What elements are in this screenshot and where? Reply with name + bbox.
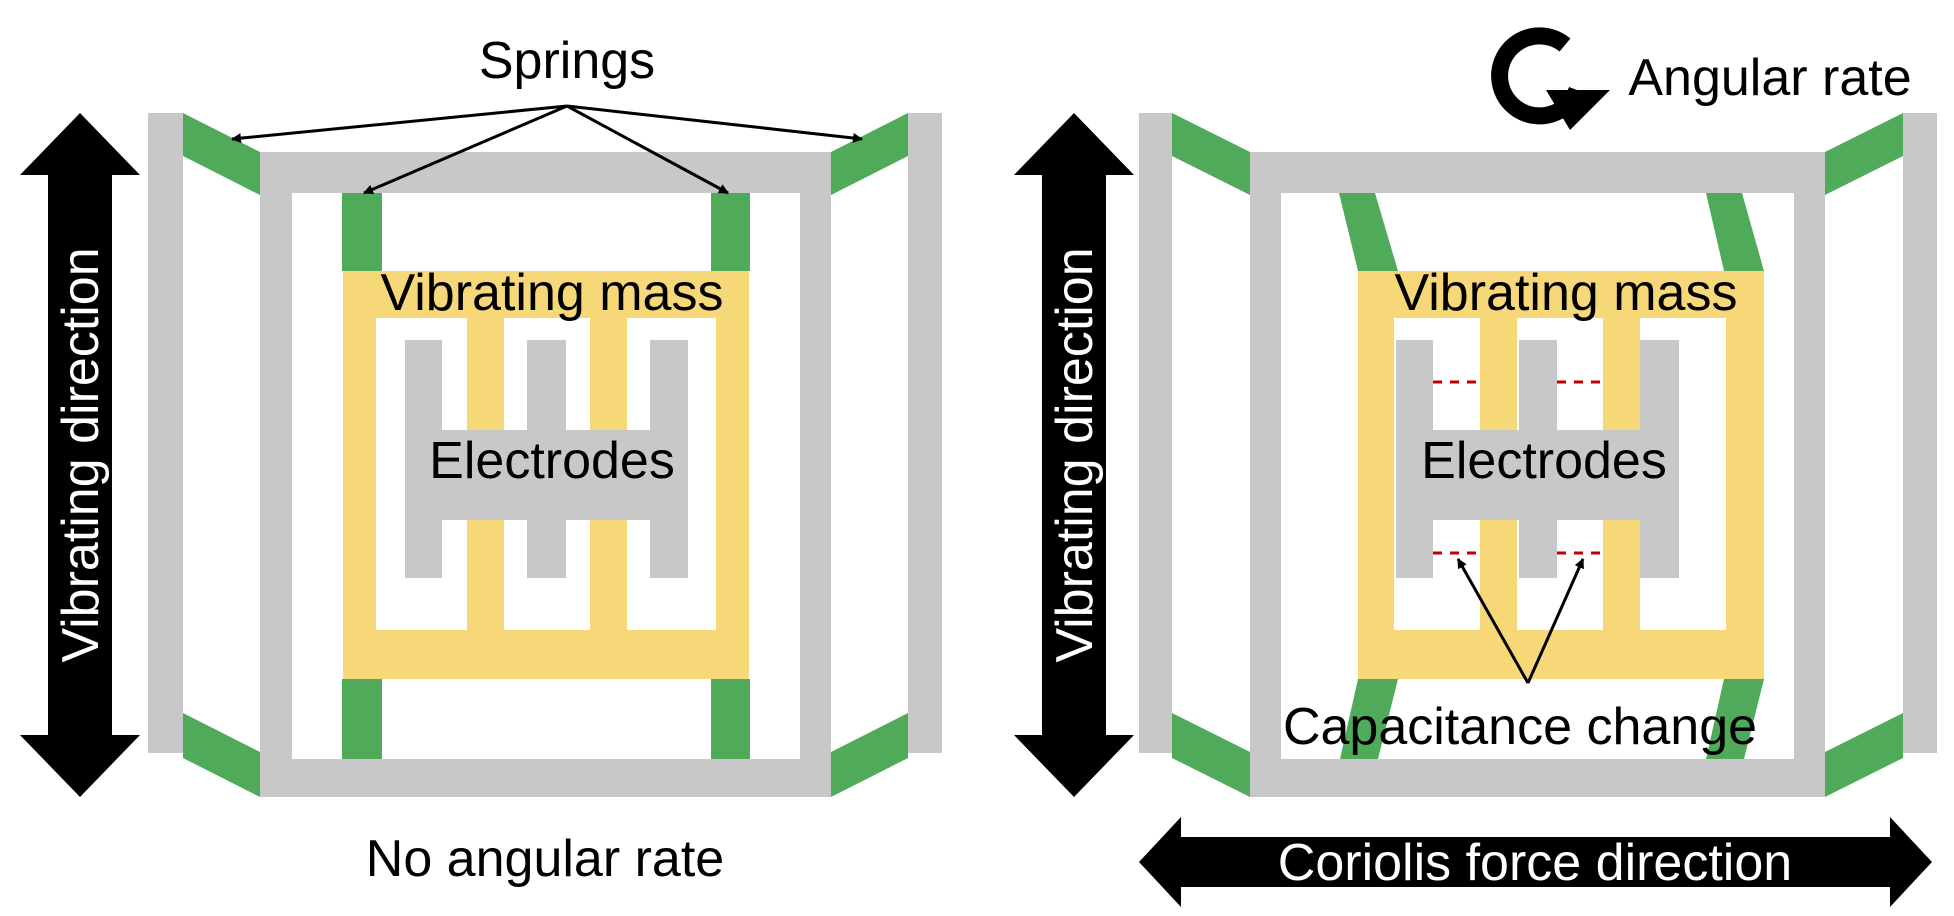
- left-inner-spring-top-left: [342, 193, 382, 271]
- left-outer-spring-top-right: [831, 113, 908, 195]
- left-inner-spring-top-right: [711, 193, 750, 271]
- left-anchor-bar-left: [148, 113, 183, 753]
- left-vibrating-direction-label: Vibrating direction: [52, 247, 110, 662]
- right-mass-comb-bottom-2: [1603, 520, 1640, 632]
- right-inner-spring-bottom-left: [1340, 679, 1398, 759]
- capacitance-pointer-2: [1526, 558, 1585, 684]
- springs-label: Springs: [479, 32, 655, 90]
- left-outer-spring-bottom-left: [183, 713, 260, 797]
- left-vibrating-mass-label: Vibrating mass: [381, 264, 724, 322]
- angular-rate-label: Angular rate: [1628, 49, 1911, 107]
- springs-pointer-3: [566, 104, 729, 195]
- right-mass-comb-top-1: [1480, 318, 1517, 430]
- left-mass-comb-top-1: [467, 318, 504, 430]
- right-outer-spring-top-right: [1825, 113, 1903, 195]
- left-electrodes-label: Electrodes: [429, 432, 675, 490]
- right-panel: Vibrating direction Angular rate Vibrati…: [1014, 27, 1937, 907]
- left-electrodes: [405, 340, 688, 578]
- right-outer-spring-bottom-left: [1172, 713, 1250, 797]
- right-vibrating-mass: [1358, 271, 1764, 679]
- right-mass-comb-top-2: [1603, 318, 1640, 430]
- right-inner-spring-bottom-right: [1706, 679, 1764, 759]
- left-inner-spring-bottom-right: [711, 679, 750, 759]
- right-anchor-bar-right: [1903, 113, 1937, 753]
- left-mass-comb-bottom-2: [590, 520, 627, 632]
- right-anchor-bar-left: [1139, 113, 1172, 753]
- right-inner-spring-top-right: [1706, 193, 1764, 271]
- right-vibrating-direction-arrow: [1014, 113, 1134, 797]
- right-vibrating-mass-label: Vibrating mass: [1395, 264, 1738, 322]
- coriolis-force-arrow: [1139, 817, 1932, 907]
- right-electrodes-label: Electrodes: [1421, 432, 1667, 490]
- right-outer-spring-top-left: [1172, 113, 1250, 195]
- right-outer-spring-bottom-right: [1825, 713, 1903, 797]
- left-mass-comb-top-2: [590, 318, 627, 430]
- right-electrodes: [1396, 340, 1679, 578]
- right-mass-comb-bottom-1: [1480, 520, 1517, 632]
- left-outer-spring-bottom-right: [831, 713, 908, 797]
- left-inner-spring-bottom-left: [342, 679, 382, 759]
- left-panel: Vibrating direction Springs Vibrating ma…: [20, 32, 942, 888]
- springs-pointer-4: [566, 104, 863, 143]
- left-vibrating-mass: [343, 271, 749, 679]
- right-vibrating-direction-label: Vibrating direction: [1046, 247, 1104, 662]
- springs-pointer-2: [363, 104, 568, 195]
- capacitance-change-label: Capacitance change: [1283, 698, 1757, 756]
- right-inner-spring-top-left: [1339, 193, 1398, 271]
- left-mass-comb-bottom-1: [467, 520, 504, 632]
- capacitance-pointer-1: [1456, 558, 1530, 684]
- no-angular-rate-caption: No angular rate: [366, 830, 724, 888]
- springs-pointer-1: [231, 104, 568, 144]
- coriolis-force-label: Coriolis force direction: [1278, 834, 1792, 892]
- left-anchor-bar-right: [908, 113, 942, 753]
- rotation-arrow-icon: [1491, 27, 1610, 130]
- left-vibrating-direction-arrow: [20, 113, 140, 797]
- left-outer-spring-top-left: [183, 113, 260, 195]
